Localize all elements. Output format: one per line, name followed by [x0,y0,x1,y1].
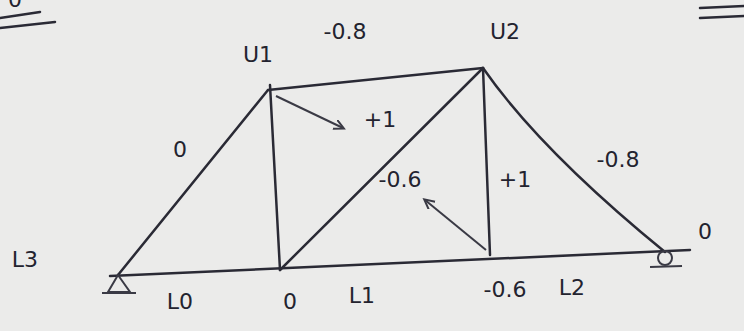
member-force: 0 [171,138,189,162]
joint-label: L2 [557,276,587,300]
pin-support [108,275,130,292]
joint-label: U1 [241,43,275,67]
member-force: 0 [696,220,714,244]
joint-label: U2 [488,20,522,44]
member-force: +1 [497,168,533,192]
force-arrow [425,200,486,250]
member-force: -0.8 [322,20,369,44]
truss-member [483,68,665,252]
member-force: -0.8 [595,148,642,172]
member-force: +1 [362,108,398,132]
roller-support [658,251,672,265]
support-base [650,266,682,267]
diagonal-member [280,68,483,270]
top-chord [268,68,483,90]
underline-mark [700,16,744,18]
underline-mark [0,22,55,28]
force-arrow [276,96,343,128]
member-force: -0.6 [482,278,529,302]
vertical-member [483,68,490,255]
truss-member [118,90,268,275]
member-force: 0 [281,290,299,314]
member-force: -0.6 [377,168,424,192]
vertical-member [270,85,280,270]
support-base [102,292,136,294]
joint-label: L3 [10,248,40,272]
joint-label: L0 [165,290,195,314]
underline-mark [0,12,40,18]
underline-mark [700,6,744,8]
joint-label: L1 [347,284,377,308]
bottom-chord [110,250,690,276]
member-force: 0 [6,0,24,12]
